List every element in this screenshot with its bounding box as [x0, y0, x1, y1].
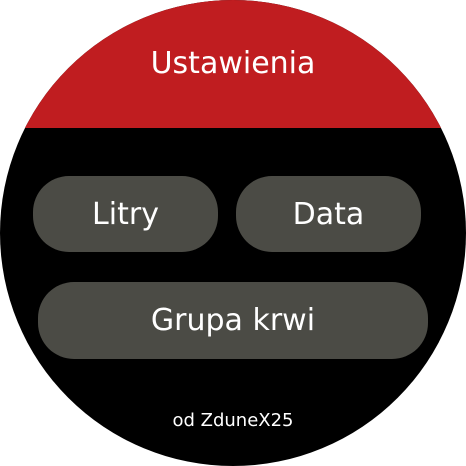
page-title: Ustawienia [150, 46, 316, 81]
author-credit: od ZduneX25 [172, 410, 294, 431]
header-bar: Ustawienia [0, 0, 466, 128]
litry-button[interactable]: Litry [33, 176, 218, 252]
blood-group-button[interactable]: Grupa krwi [38, 282, 428, 359]
data-button[interactable]: Data [236, 176, 421, 252]
litry-button-label: Litry [92, 196, 159, 232]
blood-group-button-label: Grupa krwi [150, 303, 316, 338]
data-button-label: Data [292, 196, 365, 232]
